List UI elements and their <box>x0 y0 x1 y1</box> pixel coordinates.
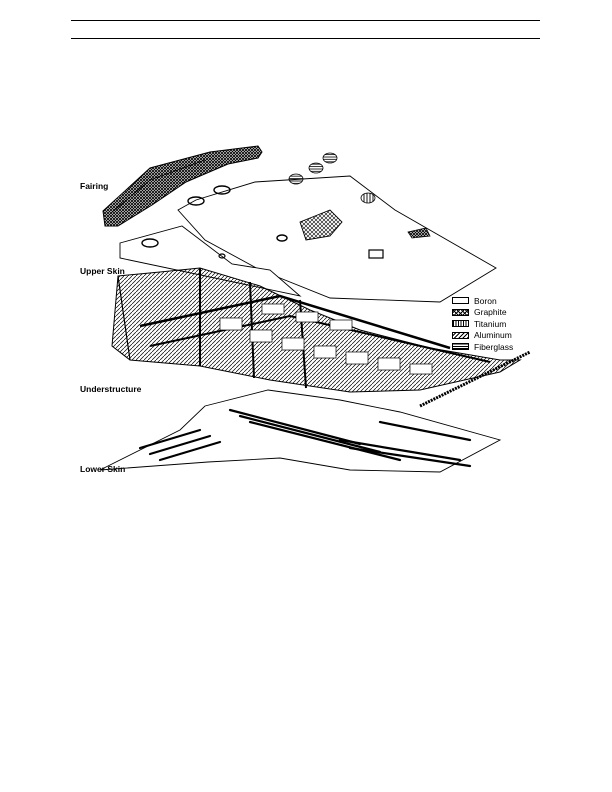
graphite-swatch <box>452 308 469 316</box>
header-rule-bottom <box>71 38 540 39</box>
label-understructure: Understructure <box>80 384 142 394</box>
label-lower-skin: Lower Skin <box>80 464 126 474</box>
material-legend: Boron Graphite Titanium Aluminum Fibergl… <box>452 295 513 353</box>
fairing-part <box>102 145 263 227</box>
header-rule-top <box>71 20 540 21</box>
legend-label: Titanium <box>474 318 507 329</box>
boron-swatch <box>452 297 469 305</box>
understructure-part <box>111 267 531 408</box>
upper-skin-part <box>119 152 497 303</box>
titanium-swatch <box>452 320 469 328</box>
label-fairing: Fairing <box>80 181 109 191</box>
legend-item-fiberglass: Fiberglass <box>452 341 513 353</box>
aluminum-swatch <box>452 331 469 339</box>
legend-label: Aluminum <box>474 330 512 341</box>
legend-item-graphite: Graphite <box>452 307 513 319</box>
legend-label: Fiberglass <box>474 341 514 352</box>
legend-item-aluminum: Aluminum <box>452 330 513 342</box>
legend-label: Graphite <box>474 307 507 318</box>
fiberglass-swatch <box>452 343 469 351</box>
legend-item-titanium: Titanium <box>452 318 513 330</box>
legend-label: Boron <box>474 295 497 306</box>
lower-skin-part <box>99 389 502 473</box>
label-upper-skin: Upper Skin <box>80 266 125 276</box>
legend-item-boron: Boron <box>452 295 513 307</box>
